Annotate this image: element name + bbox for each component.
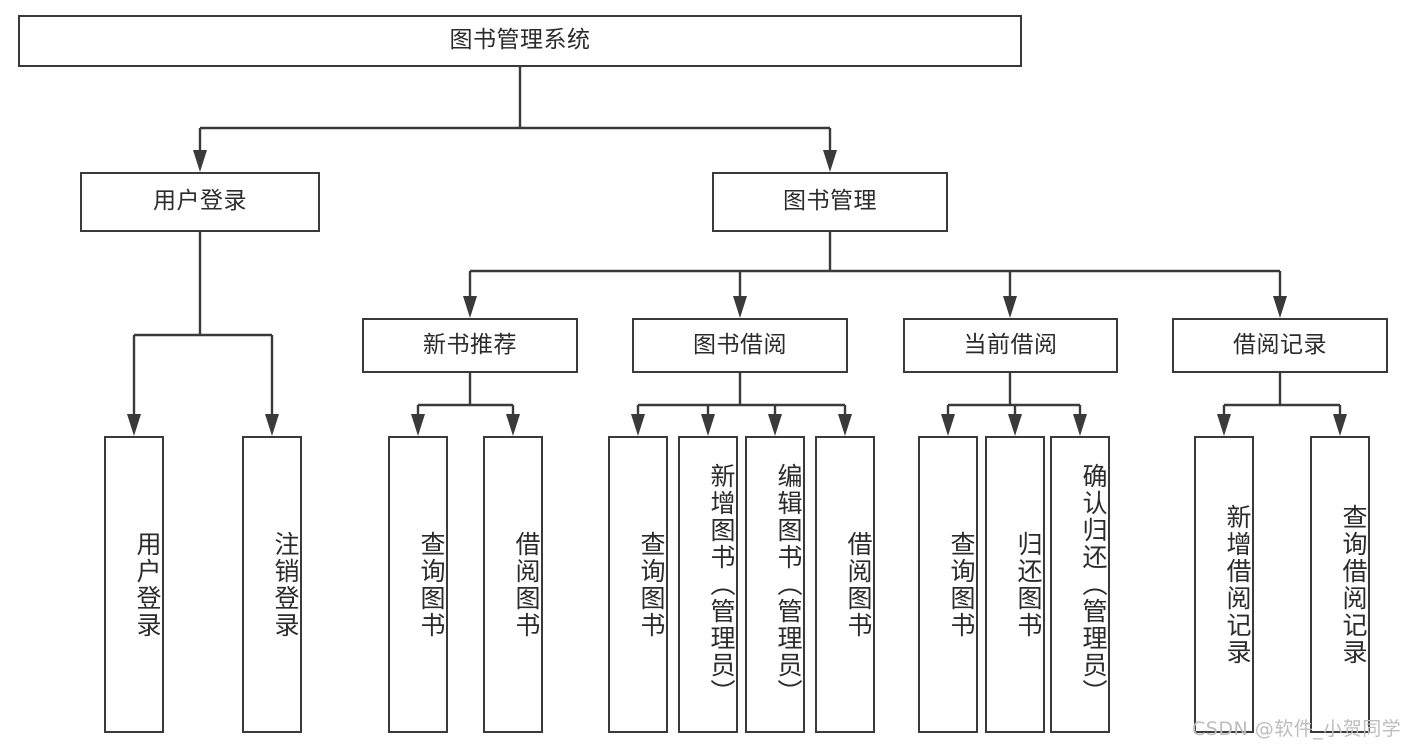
arrow-to-user-login [193, 150, 207, 172]
node-label: 新增图书（管理员） [707, 463, 736, 706]
node-leaf-edit-book[interactable]: 编辑图书（管理员） [745, 436, 805, 733]
arrow-to-leaf-add-book [701, 414, 715, 436]
node-leaf-add-book[interactable]: 新增图书（管理员） [678, 436, 738, 733]
node-leaf-return-book[interactable]: 归还图书 [985, 436, 1045, 733]
node-label: 图书管理系统 [449, 27, 591, 54]
node-leaf-borrow-book-1[interactable]: 借阅图书 [483, 436, 543, 733]
node-label: 查询图书 [637, 530, 666, 639]
node-new-book-recommend[interactable]: 新书推荐 [362, 318, 578, 373]
node-label: 借阅记录 [1233, 331, 1327, 358]
arrow-to-leaf-user-login [127, 414, 141, 436]
edge-bookborrow-bus [636, 373, 847, 424]
node-current-borrow[interactable]: 当前借阅 [903, 318, 1118, 373]
arrow-to-leaf-logout [265, 414, 279, 436]
node-leaf-user-login[interactable]: 用户登录 [104, 436, 164, 733]
node-leaf-confirm-return[interactable]: 确认归还（管理员） [1050, 436, 1110, 733]
edge-newbook-bus [416, 373, 515, 424]
node-leaf-query-book-1[interactable]: 查询图书 [388, 436, 448, 733]
arrow-to-borrow-record [1273, 296, 1287, 318]
node-label: 图书借阅 [693, 331, 787, 358]
edge-bookmanage-bus [468, 232, 1282, 306]
watermark-text: CSDN @软件_小贺同学 [1192, 718, 1402, 740]
node-label: 查询借阅记录 [1339, 503, 1368, 666]
arrow-to-leaf-edit-book [768, 414, 782, 436]
arrow-to-leaf-query-record [1333, 414, 1347, 436]
node-label: 用户登录 [153, 188, 247, 215]
edge-root-bus [198, 67, 832, 160]
arrow-to-leaf-borrow-book-1 [506, 414, 520, 436]
arrow-to-leaf-confirm-return [1073, 414, 1087, 436]
arrow-to-new-book-recommend [463, 296, 477, 318]
node-label: 注销登录 [271, 530, 300, 639]
node-leaf-add-record[interactable]: 新增借阅记录 [1194, 436, 1254, 733]
arrow-to-current-borrow [1003, 296, 1017, 318]
node-root[interactable]: 图书管理系统 [18, 15, 1022, 67]
arrow-to-leaf-borrow-book-2 [838, 414, 852, 436]
arrow-to-book-borrow [733, 296, 747, 318]
node-label: 归还图书 [1014, 530, 1043, 639]
node-label: 查询图书 [417, 530, 446, 639]
arrow-to-leaf-query-book-1 [411, 414, 425, 436]
node-leaf-borrow-book-2[interactable]: 借阅图书 [815, 436, 875, 733]
node-label: 查询图书 [947, 530, 976, 639]
edge-currentborrow-bus [946, 373, 1082, 424]
node-label: 确认归还（管理员） [1079, 463, 1108, 706]
arrow-to-leaf-return-book [1008, 414, 1022, 436]
node-borrow-record[interactable]: 借阅记录 [1172, 318, 1388, 373]
edge-borrowrecord-bus [1222, 373, 1342, 424]
node-label: 用户登录 [133, 530, 162, 639]
node-label: 借阅图书 [512, 530, 541, 639]
node-user-login[interactable]: 用户登录 [80, 172, 320, 232]
node-label: 当前借阅 [963, 331, 1058, 358]
node-label: 新书推荐 [423, 331, 517, 358]
arrow-to-leaf-add-record [1217, 414, 1231, 436]
node-leaf-query-book-3[interactable]: 查询图书 [918, 436, 978, 733]
node-leaf-query-record[interactable]: 查询借阅记录 [1310, 436, 1370, 733]
node-book-manage[interactable]: 图书管理 [712, 172, 948, 232]
arrow-to-leaf-query-book-3 [941, 414, 955, 436]
node-label: 编辑图书（管理员） [774, 463, 803, 706]
node-leaf-query-book-2[interactable]: 查询图书 [608, 436, 668, 733]
node-book-borrow[interactable]: 图书借阅 [632, 318, 848, 373]
node-label: 借阅图书 [844, 530, 873, 639]
node-label: 新增借阅记录 [1223, 503, 1252, 666]
node-label: 图书管理 [783, 188, 877, 215]
node-leaf-logout[interactable]: 注销登录 [242, 436, 302, 733]
arrow-to-leaf-query-book-2 [631, 414, 645, 436]
arrow-to-book-manage [823, 150, 837, 172]
edge-userlogin-bus [132, 232, 274, 424]
